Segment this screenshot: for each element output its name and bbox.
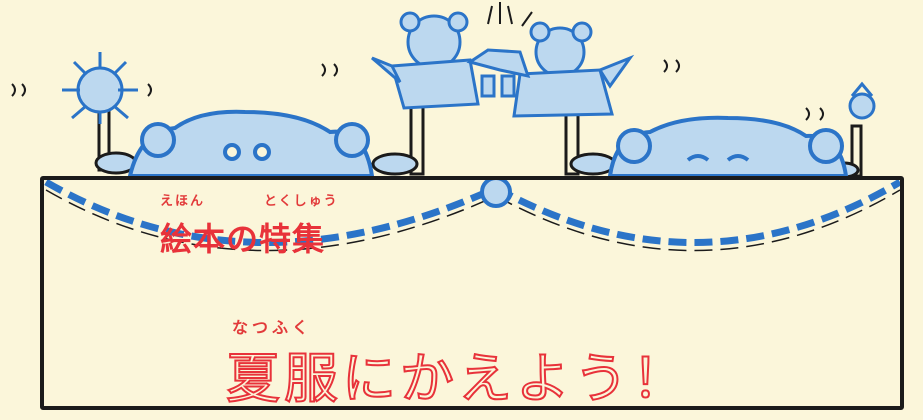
feature-heading: 絵本の特集 — [160, 220, 326, 258]
feature-ruby-tokushuu: とくしゅう — [264, 194, 339, 209]
bear-puppet-icon — [127, 109, 375, 178]
bear-puppet-icon — [371, 11, 480, 110]
main-ruby: なつふく — [232, 318, 313, 337]
sign-board — [40, 176, 904, 410]
sun-puppet-icon — [62, 52, 138, 124]
main-heading: 夏服にかえよう！ — [225, 346, 690, 411]
motion-marks — [11, 2, 824, 121]
bear-puppet-icon — [512, 21, 635, 118]
chain-garland-icon — [44, 178, 902, 247]
small-puppet-icon — [848, 81, 876, 120]
feature-ruby-ehon: えほん — [160, 194, 206, 209]
bear-puppet-icon — [607, 115, 849, 178]
hands-clasp — [466, 48, 531, 98]
chain-garland-icon — [45, 189, 901, 252]
